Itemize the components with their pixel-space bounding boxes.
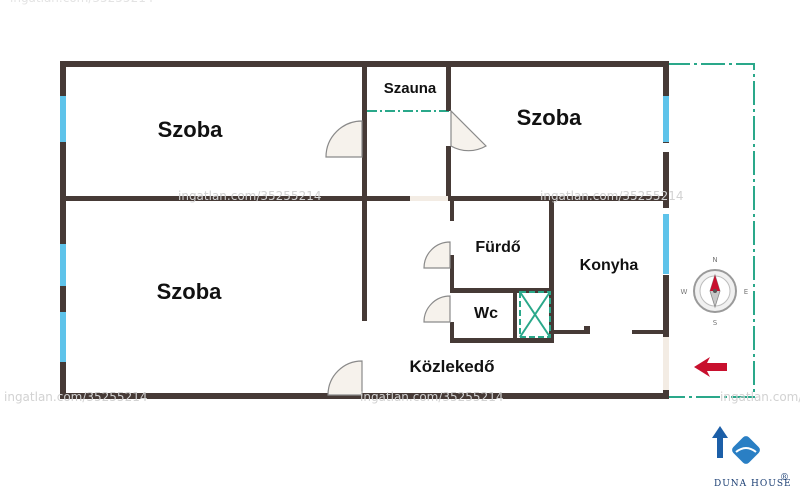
brand-mark: ® — [780, 473, 790, 483]
room-label-sauna: Szauna — [384, 80, 437, 97]
door-bathroom — [423, 241, 451, 269]
watermark-text: ingatlan.com/35255214 — [720, 390, 800, 404]
watermark-top: ingatlan.com/35255214 — [10, 0, 153, 5]
brand-diamond-icon — [732, 436, 760, 464]
openings — [410, 196, 669, 390]
balcony-outline — [666, 63, 755, 398]
shaft — [519, 291, 551, 338]
opening-balcony — [663, 337, 669, 390]
room-label-bedroom-right: Szoba — [517, 105, 583, 130]
watermark-text: ingatlan.com/35255214 — [540, 189, 683, 203]
opening-hall — [410, 196, 448, 201]
compass-e: E — [744, 288, 748, 296]
walls — [60, 61, 669, 399]
room-label-bedroom-left-bottom: Szoba — [157, 279, 223, 304]
compass-s: S — [713, 319, 718, 327]
watermark-text: ingatlan.com/35255214 — [178, 189, 321, 203]
doors — [325, 109, 487, 396]
windows — [60, 96, 669, 362]
room-label-kitchen: Konyha — [580, 257, 639, 274]
room-label-hallway: Közlekedő — [409, 357, 494, 376]
compass-icon: N E S W — [681, 256, 749, 327]
compass-w: W — [681, 288, 688, 296]
brand-logo: DUNA HOUSE ® — [712, 426, 792, 489]
brand-name: DUNA HOUSE — [714, 479, 792, 489]
door-right-top — [450, 109, 487, 152]
compass-n: N — [712, 256, 717, 264]
door-toilet — [423, 295, 451, 323]
window-left-mid — [60, 244, 66, 286]
room-label-bedroom-left-top: Szoba — [158, 117, 224, 142]
watermark-text: ingatlan.com/35255214 — [4, 390, 147, 404]
room-label-bathroom: Fürdő — [475, 239, 521, 256]
watermark-text: ingatlan.com/35255214 — [360, 390, 503, 404]
door-left-top — [325, 120, 363, 158]
window-left-bottom — [60, 312, 66, 362]
watermarks: ingatlan.com/35255214 ingatlan.com/35255… — [4, 189, 800, 404]
brand-arrow-icon — [712, 426, 728, 458]
room-label-toilet: Wc — [474, 305, 498, 322]
window-right-top — [663, 96, 669, 142]
watermark-text: ingatlan.com/35255214 — [10, 0, 153, 5]
entrance-arrow-icon — [694, 357, 727, 377]
door-left-bottom — [327, 360, 363, 396]
window-left-top — [60, 96, 66, 142]
window-right-kitchen — [663, 214, 669, 274]
